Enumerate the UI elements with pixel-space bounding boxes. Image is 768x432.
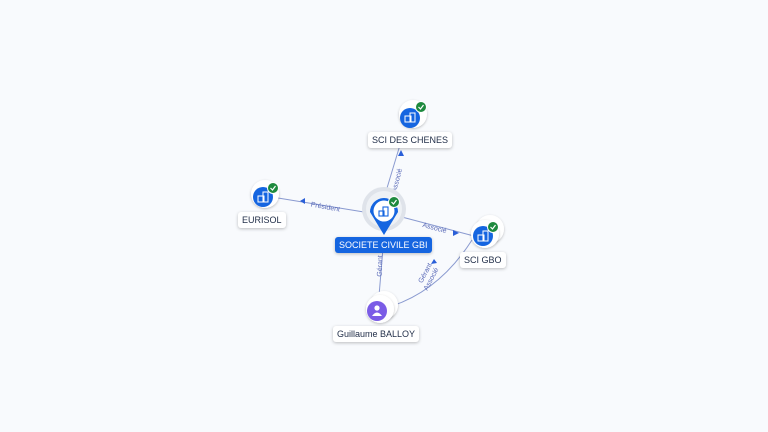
edge-balloy-sci-gbo <box>391 239 473 307</box>
edge-arrow <box>431 259 437 264</box>
node-eurisol[interactable] <box>251 180 279 208</box>
check-icon <box>487 221 499 233</box>
person-icon <box>372 305 382 316</box>
check-icon <box>388 196 400 208</box>
building-icon <box>257 191 269 203</box>
edge-arrow <box>300 198 305 204</box>
edge-gbi-sci-gbo <box>397 215 475 237</box>
node-sci-gbo[interactable] <box>471 215 504 248</box>
node-guillaume-balloy[interactable] <box>366 291 398 323</box>
node-label-central[interactable]: SOCIETE CIVILE GBI <box>335 237 432 253</box>
check-icon <box>267 182 279 194</box>
node-label-eurisol[interactable]: EURISOL <box>238 212 286 228</box>
node-sci-des-chenes[interactable] <box>399 100 427 128</box>
edge-arrow <box>398 150 404 156</box>
node-label-sci-gbo[interactable]: SCI GBO <box>460 252 506 268</box>
building-icon <box>378 206 389 217</box>
check-icon <box>415 101 427 113</box>
edge-label-gerant-balloy: Gérant <box>377 255 385 277</box>
node-central-societe-civile-gbi[interactable] <box>362 187 406 235</box>
building-icon <box>477 230 489 242</box>
node-label-guillaume-balloy[interactable]: Guillaume BALLOY <box>333 326 420 342</box>
edge-label-associe-sci-gbo: Associé <box>422 222 448 235</box>
node-label-sci-des-chenes[interactable]: SCI DES CHENES <box>368 132 453 148</box>
edge-gbi-eurisol <box>277 197 371 214</box>
building-icon <box>404 112 416 123</box>
edge-label-president: Président <box>310 202 340 214</box>
edge-gbi-balloy <box>378 247 384 297</box>
edge-arrow <box>453 230 459 236</box>
